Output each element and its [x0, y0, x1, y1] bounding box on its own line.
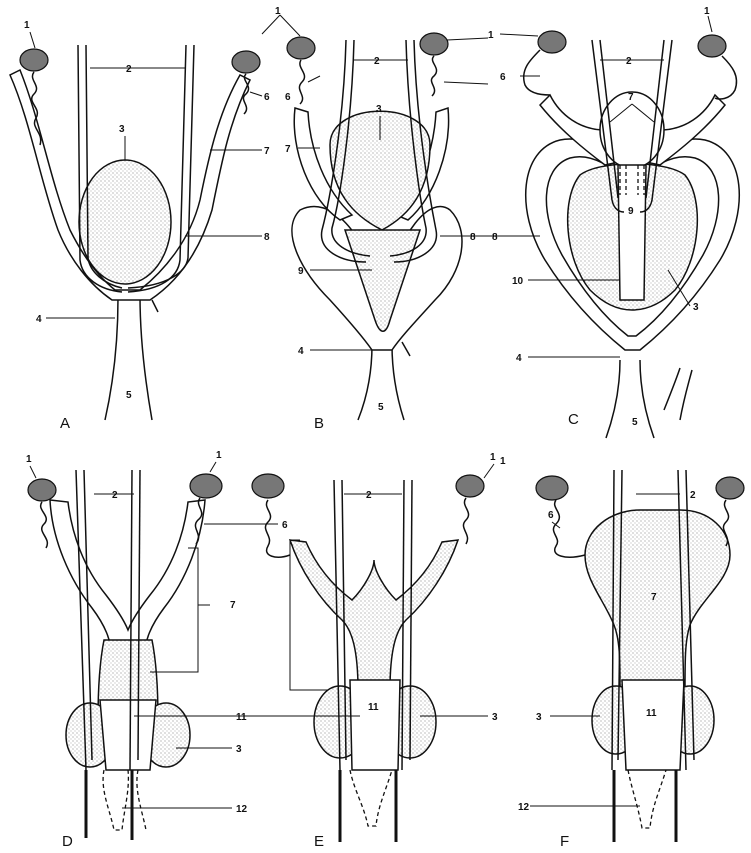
- panel-b: 1 2 3 6 7 8 9 4 5 B: [262, 6, 498, 432]
- b-label-9: 9: [298, 266, 304, 277]
- panel-a: 1 2 3 6 7 8 4 5 A: [10, 20, 270, 432]
- a-label-1: 1: [24, 20, 30, 31]
- b-ovary-left: [287, 37, 315, 59]
- d-label-7: 7: [230, 600, 236, 611]
- d-label-2: 2: [112, 490, 118, 501]
- c-label-1b: 1: [704, 6, 710, 17]
- panel-letter-f: F: [560, 833, 569, 850]
- panel-letter-b: B: [314, 415, 324, 432]
- a-ovary-right: [232, 51, 260, 73]
- d-label-6: 6: [282, 520, 288, 531]
- a-label-4: 4: [36, 314, 42, 325]
- a-label-6: 6: [264, 92, 270, 103]
- c-label-1: 1: [488, 30, 494, 41]
- b-label-5: 5: [378, 402, 384, 413]
- d-label-11: 11: [236, 712, 247, 723]
- a-label-8: 8: [264, 232, 270, 243]
- a-label-5: 5: [126, 390, 132, 401]
- e-label-2: 2: [366, 490, 372, 501]
- e-label-1: 1: [490, 452, 496, 463]
- f-label-1: 1: [500, 456, 506, 467]
- panel-d: 1 2 1 6 7 11 3 12 D: [26, 450, 288, 850]
- c-label-7: 7: [628, 92, 634, 103]
- e-label-3: 3: [492, 712, 498, 723]
- f-label-11: 11: [646, 708, 657, 719]
- c-label-5: 5: [632, 417, 638, 428]
- panel-letter-d: D: [62, 833, 73, 850]
- a-label-2: 2: [126, 64, 132, 75]
- c-label-9: 9: [628, 206, 634, 217]
- c-label-3: 3: [693, 302, 699, 313]
- b-label-2: 2: [374, 56, 380, 67]
- b-label-6: 6: [285, 92, 291, 103]
- c-ovary-right: [698, 35, 726, 57]
- panel-letter-e: E: [314, 833, 324, 850]
- c-label-4: 4: [516, 353, 522, 364]
- a-sinus: [79, 160, 171, 284]
- c-label-2: 2: [626, 56, 632, 67]
- e-ovary-right: [456, 475, 484, 497]
- b-label-4: 4: [298, 346, 304, 357]
- a-label-7: 7: [264, 146, 270, 157]
- c-label-6: 6: [500, 72, 506, 83]
- f-uterus: [585, 510, 730, 690]
- b-label-3: 3: [376, 104, 382, 115]
- f-ovary-left: [536, 476, 568, 500]
- f-label-3: 3: [536, 712, 542, 723]
- f-label-12: 12: [518, 802, 530, 813]
- b-label-1: 1: [275, 6, 281, 17]
- e-ovary-left: [252, 474, 284, 498]
- e-uterus: [290, 540, 458, 690]
- panel-letter-c: C: [568, 411, 579, 428]
- d-ovary-right: [190, 474, 222, 498]
- d-ovary-left: [28, 479, 56, 501]
- panel-c: 1 2 6 7 9 8 10 3 4 5 1 C: [470, 6, 739, 438]
- a-label-3: 3: [119, 124, 125, 135]
- d-label-1: 1: [26, 454, 32, 465]
- f-label-6: 6: [548, 510, 554, 521]
- b-ovary-right: [420, 33, 448, 55]
- a-ovary-left: [20, 49, 48, 71]
- b-label-8: 8: [492, 232, 498, 243]
- f-label-2: 2: [690, 490, 696, 501]
- e-label-11: 11: [368, 702, 379, 713]
- d-label-3: 3: [236, 744, 242, 755]
- d-label-12: 12: [236, 804, 248, 815]
- panel-e: 1 2 3 11 E: [230, 452, 498, 850]
- f-label-7: 7: [651, 592, 657, 603]
- c-label-10: 10: [512, 276, 524, 287]
- panel-f: 1 2 6 7 11 3 12 F: [500, 456, 744, 850]
- b-label-7: 7: [285, 144, 291, 155]
- d-label-1b: 1: [216, 450, 222, 461]
- c-ovary-left: [538, 31, 566, 53]
- f-ovary-right: [716, 477, 744, 499]
- c-label-8: 8: [470, 232, 476, 243]
- panel-letter-a: A: [60, 415, 70, 432]
